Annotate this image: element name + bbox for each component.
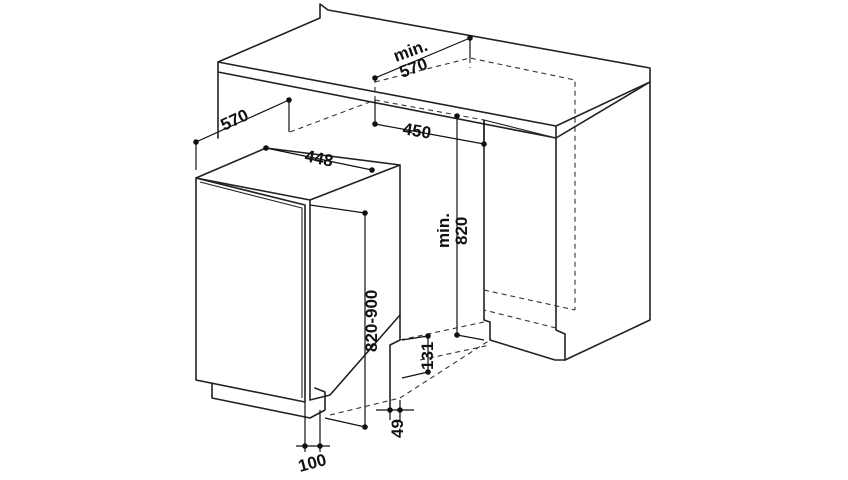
niche-outline [289,57,576,416]
dishwasher-side [309,164,401,401]
worktop-top [217,3,651,127]
label-min-820-value: 820 [452,217,471,245]
plinth-wall [389,314,401,411]
label-49-depth: 49 [388,419,407,438]
label-100-offset: 100 [296,450,328,476]
dimension-100-offset: 100 [296,402,330,476]
dishwasher-base [211,382,326,419]
worktop-side [555,81,651,139]
dimension-450-width: 450 [372,100,487,147]
dishwasher [195,147,401,419]
label-450-width: 450 [401,119,432,143]
label-820-900-height: 820-900 [362,290,381,352]
cabinet-right-side [564,81,651,361]
dimension-min-570: min. 570 [372,35,473,82]
label-min-820-prefix: min. [434,213,453,248]
label-131-plinth: 131 [418,342,437,370]
dimension-min-820: min. 820 [434,113,485,341]
kitchen-cabinet [217,3,651,411]
dimension-570-depth: 570 [193,97,292,170]
dimension-131-plinth: 131 [401,333,437,379]
dishwasher-top [195,147,401,201]
dishwasher-door-inner-edge [199,181,303,398]
dimension-820-900-height: 820-900 [309,204,381,430]
dishwasher-front [195,177,306,403]
dimension-49-depth: 49 [376,400,414,438]
cabinet-inner-top [483,119,557,139]
cabinet-inner-panel [483,119,566,361]
label-570-depth: 570 [218,105,252,134]
cabinet-right-front [555,137,566,361]
label-448-width: 448 [303,146,335,170]
